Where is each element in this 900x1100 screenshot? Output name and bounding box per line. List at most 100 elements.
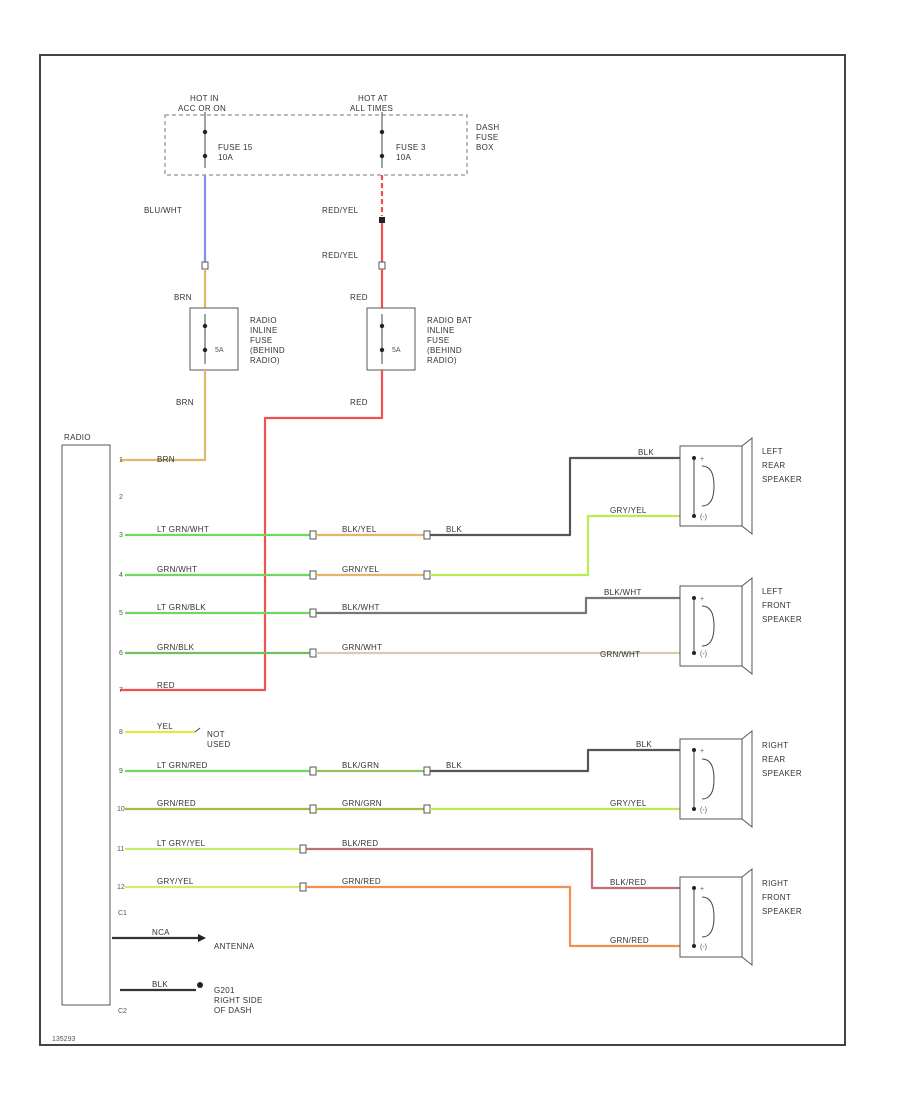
radio-bat-inline-fuse xyxy=(366,307,416,371)
speaker-pin-plus: + xyxy=(700,596,704,603)
wire-brn-bottom-label: BRN xyxy=(176,398,194,407)
wire-pin-12-end xyxy=(306,885,680,948)
wire-red-top-label: RED xyxy=(350,293,368,302)
radio-inline-fuse-label-3: FUSE xyxy=(250,336,273,345)
radio-inline-fuse-label-2: INLINE xyxy=(250,326,278,335)
pin-8-wire-label: YEL xyxy=(157,722,173,731)
pin-3-mid-label: BLK/YEL xyxy=(342,525,377,534)
speaker-label-1: LEFT xyxy=(762,447,783,456)
radio-inline-fuse-top-terminal xyxy=(202,323,208,329)
pin-6-number: 6 xyxy=(119,650,123,657)
speaker-minus-dot xyxy=(692,944,696,948)
hot-in-label: HOT IN xyxy=(190,94,219,103)
wire-red-to-radio xyxy=(120,370,384,692)
antenna-label: ANTENNA xyxy=(214,942,255,951)
pin-8-open-end xyxy=(194,727,201,733)
speaker-pin-plus: + xyxy=(700,748,704,755)
fuse-15-bottom-terminal xyxy=(202,153,208,159)
pin-5-mid-label: BLK/WHT xyxy=(342,603,380,612)
speaker-plus-dot xyxy=(692,886,696,890)
hot-at-label: HOT AT xyxy=(358,94,388,103)
ground-label-1: G201 xyxy=(214,986,235,995)
pin-9-mid-label: BLK/GRN xyxy=(342,761,379,770)
radio-bat-inline-fuse-top-terminal xyxy=(379,323,385,329)
radio-bat-inline-fuse-label-4: (BEHIND xyxy=(427,346,462,355)
left-rear-bot-wire-label: GRY/YEL xyxy=(610,506,647,515)
fuse-3-bottom-terminal xyxy=(379,153,385,159)
speaker-plus-dot xyxy=(692,596,696,600)
not-used-label-1: NOT xyxy=(207,730,225,739)
pin-12-mid-label: GRN/RED xyxy=(342,877,381,886)
speaker-pin-minus: (-) xyxy=(700,944,707,951)
connector-pin-3-b xyxy=(423,530,431,540)
speaker-cone-icon xyxy=(741,867,753,967)
left-front-speaker: + (-) LEFT FRONT SPEAKER xyxy=(679,576,802,676)
speaker-label-3: SPEAKER xyxy=(762,907,802,916)
connector-pin-10-b xyxy=(423,804,431,814)
connector-pin-10 xyxy=(309,804,317,814)
speaker-cone-icon xyxy=(741,729,753,829)
connector-pin-3 xyxy=(309,530,317,540)
not-used-label-2: USED xyxy=(207,740,230,749)
pin-3-end-label: BLK xyxy=(446,525,462,534)
left-front-top-wire-label: BLK/WHT xyxy=(604,588,642,597)
pin-5-number: 5 xyxy=(119,610,123,617)
speaker-coil-icon xyxy=(701,896,715,938)
left-rear-top-wire-label: BLK xyxy=(638,448,654,457)
speaker-label-2: REAR xyxy=(762,461,785,470)
ground-label-3: OF DASH xyxy=(214,1006,252,1015)
diagram-id: 135293 xyxy=(52,1036,75,1043)
speaker-label-1: LEFT xyxy=(762,587,783,596)
speaker-label-1: RIGHT xyxy=(762,741,788,750)
speaker-coil-icon xyxy=(701,605,715,647)
radio-inline-fuse-label-5: RADIO) xyxy=(250,356,280,365)
speaker-coil-icon xyxy=(701,758,715,800)
wire-blu-wht-label: BLU/WHT xyxy=(144,206,182,215)
wire-brn-top-label: BRN xyxy=(174,293,192,302)
speaker-cone-icon xyxy=(741,436,753,536)
speaker-minus-dot xyxy=(692,807,696,811)
connector-pin-12 xyxy=(299,882,307,892)
radio-inline-fuse-label-1: RADIO xyxy=(250,316,277,325)
radio-bat-inline-fuse-amp: 5A xyxy=(392,347,401,354)
fuse-15-label: FUSE 15 xyxy=(218,143,253,152)
connector-pin-9 xyxy=(309,766,317,776)
hot-at-sub-label: ALL TIMES xyxy=(350,104,393,113)
fuse-3-amp: 10A xyxy=(396,153,411,162)
pin-10-mid-label: GRN/GRN xyxy=(342,799,382,808)
right-rear-speaker: + (-) RIGHT REAR SPEAKER xyxy=(679,729,802,829)
ground-label-2: RIGHT SIDE xyxy=(214,996,263,1005)
connector-blu-brn xyxy=(201,261,209,270)
connector-red-yel-red xyxy=(378,261,386,270)
radio-bat-inline-fuse-label-3: FUSE xyxy=(427,336,450,345)
right-front-top-wire-label: BLK/RED xyxy=(610,878,646,887)
radio-bat-inline-fuse-label-5: RADIO) xyxy=(427,356,457,365)
speaker-body xyxy=(679,445,743,527)
pin-5-wire-label: LT GRN/BLK xyxy=(157,603,206,612)
hot-in-sub-label: ACC OR ON xyxy=(178,104,226,113)
connector-pin-4-b xyxy=(423,570,431,580)
wire-pin-5-end xyxy=(316,596,680,615)
pin-4-number: 4 xyxy=(119,572,123,579)
ground-wire-label: BLK xyxy=(152,980,168,989)
left-rear-speaker: + (-) LEFT REAR SPEAKER xyxy=(679,436,802,536)
pin-9-number: 9 xyxy=(119,768,123,775)
speaker-cone-icon xyxy=(741,576,753,676)
pin-row-1: 1 BRN xyxy=(119,455,174,464)
dash-fuse-box-label-1: DASH xyxy=(476,123,499,132)
speaker-plus-dot xyxy=(692,456,696,460)
pin-12-wire-label: GRY/YEL xyxy=(157,877,194,886)
speaker-pin-minus: (-) xyxy=(700,807,707,814)
pin-8-number: 8 xyxy=(119,729,123,736)
right-rear-top-wire-label: BLK xyxy=(636,740,652,749)
left-front-bot-wire-label: GRN/WHT xyxy=(600,650,640,659)
pin-number: 1 xyxy=(119,457,123,464)
pin-12-number: 12 xyxy=(117,884,125,891)
antenna-icon xyxy=(198,934,206,942)
pin-4-wire-label: GRN/WHT xyxy=(157,565,197,574)
speaker-label-3: SPEAKER xyxy=(762,615,802,624)
speaker-coil-icon xyxy=(701,465,715,507)
radio-inline-fuse xyxy=(189,307,239,371)
speaker-pin-plus: + xyxy=(700,886,704,893)
